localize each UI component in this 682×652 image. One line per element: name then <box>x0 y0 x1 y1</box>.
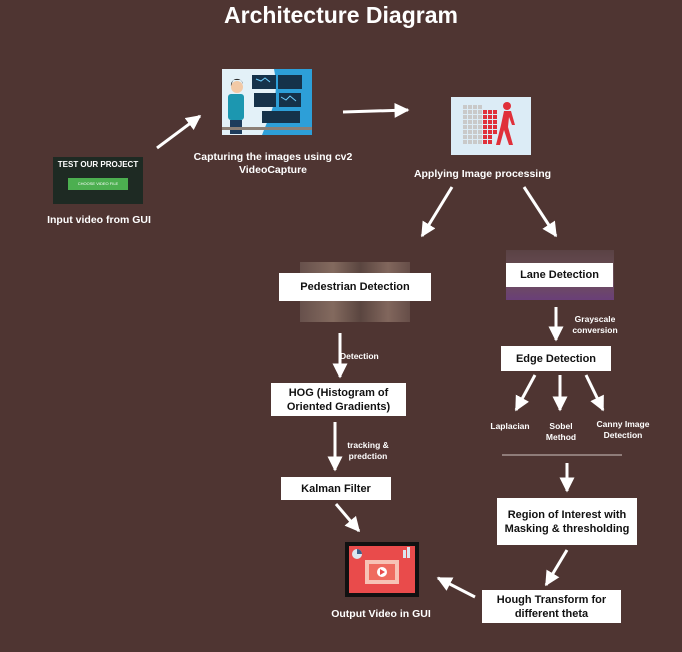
capture-label: Capturing the images using cv2 VideoCapt… <box>193 151 353 176</box>
region-of-interest-box: Region of Interest with Masking & thresh… <box>497 498 637 545</box>
arrow-roi-to-hough <box>544 549 569 587</box>
kalman-filter-box: Kalman Filter <box>281 477 391 500</box>
arrow-processing-to-lane <box>522 186 558 238</box>
lane-detection-box: Lane Detection <box>506 263 613 287</box>
edge-detection-box: Edge Detection <box>501 346 611 371</box>
pedestrian-grid-icon <box>451 97 531 155</box>
arrow-edge-to-canny <box>584 374 605 412</box>
developer-workstation-icon <box>222 69 312 135</box>
arrow-edge-to-laplacian <box>514 374 537 412</box>
arrow-kalman-to-output <box>334 503 361 533</box>
grayscale-edge-label: Grayscale conversion <box>572 314 618 335</box>
gui-heading: TEST OUR PROJECT <box>57 160 139 169</box>
pedestrian-detection-box: Pedestrian Detection <box>279 273 431 301</box>
video-player-icon <box>345 542 419 597</box>
laplacian-label: Laplacian <box>490 421 530 431</box>
arrow-input-to-capture <box>156 114 202 150</box>
gui-thumbnail: TEST OUR PROJECT CHOOSE VIDEO FILE <box>53 157 143 204</box>
arrow-processing-to-pedestrian <box>420 186 454 238</box>
canny-label: Canny Image Detection <box>596 419 650 440</box>
tracking-edge-label: tracking & predction <box>347 440 389 461</box>
diagram-title: Architecture Diagram <box>224 2 458 28</box>
hog-box: HOG (Histogram of Oriented Gradients) <box>271 383 406 416</box>
output-video-label: Output Video in GUI <box>331 608 431 620</box>
arrow-capture-to-processing <box>342 102 410 118</box>
input-video-label: Input video from GUI <box>47 214 151 226</box>
hough-transform-box: Hough Transform for different theta <box>482 590 621 623</box>
arrow-hough-to-output <box>436 576 476 599</box>
detection-edge-label: Detection <box>340 351 379 361</box>
image-processing-label: Applying Image processing <box>413 168 552 180</box>
sobel-label: Sobel Method <box>545 421 577 442</box>
gui-choose-file-button: CHOOSE VIDEO FILE <box>68 178 128 190</box>
